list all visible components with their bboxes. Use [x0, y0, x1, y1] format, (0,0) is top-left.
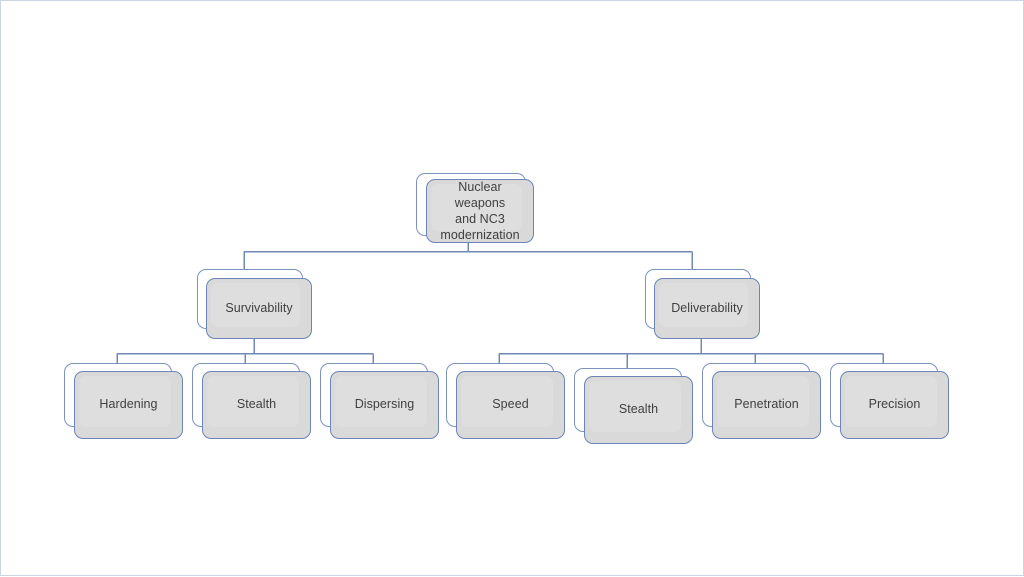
node-dispersing[interactable]: Dispersing [320, 363, 439, 439]
node-stealth-survivability-label: Stealth [236, 397, 277, 412]
node-precision-front-card[interactable]: Precision [840, 371, 949, 439]
node-root[interactable]: Nuclear weapons and NC3 modernization [416, 173, 534, 243]
node-hardening[interactable]: Hardening [64, 363, 183, 439]
node-penetration-front-card[interactable]: Penetration [712, 371, 821, 439]
node-stealth-deliverability[interactable]: Stealth [574, 368, 693, 444]
node-penetration-label: Penetration [734, 397, 799, 412]
node-precision-label: Precision [868, 397, 921, 412]
node-survivability-label: Survivability [225, 300, 293, 315]
node-dispersing-label: Dispersing [354, 397, 415, 412]
node-deliverability[interactable]: Deliverability [645, 269, 760, 339]
node-dispersing-front-card[interactable]: Dispersing [330, 371, 439, 439]
node-deliverability-label: Deliverability [671, 300, 743, 315]
node-hardening-label: Hardening [99, 397, 158, 412]
node-penetration[interactable]: Penetration [702, 363, 821, 439]
node-hardening-front-card[interactable]: Hardening [74, 371, 183, 439]
node-speed-front-card[interactable]: Speed [456, 371, 565, 439]
node-survivability-front-card[interactable]: Survivability [206, 278, 312, 339]
node-stealth-deliverability-front-card[interactable]: Stealth [584, 376, 693, 444]
node-precision[interactable]: Precision [830, 363, 949, 439]
node-deliverability-front-card[interactable]: Deliverability [654, 278, 760, 339]
node-stealth-survivability[interactable]: Stealth [192, 363, 311, 439]
node-stealth-deliverability-label: Stealth [618, 402, 659, 417]
node-root-label: Nuclear weapons and NC3 modernization [440, 180, 520, 242]
node-survivability[interactable]: Survivability [197, 269, 312, 339]
node-speed[interactable]: Speed [446, 363, 565, 439]
node-speed-label: Speed [492, 397, 529, 412]
node-stealth-survivability-front-card[interactable]: Stealth [202, 371, 311, 439]
node-root-front-card[interactable]: Nuclear weapons and NC3 modernization [426, 179, 534, 243]
